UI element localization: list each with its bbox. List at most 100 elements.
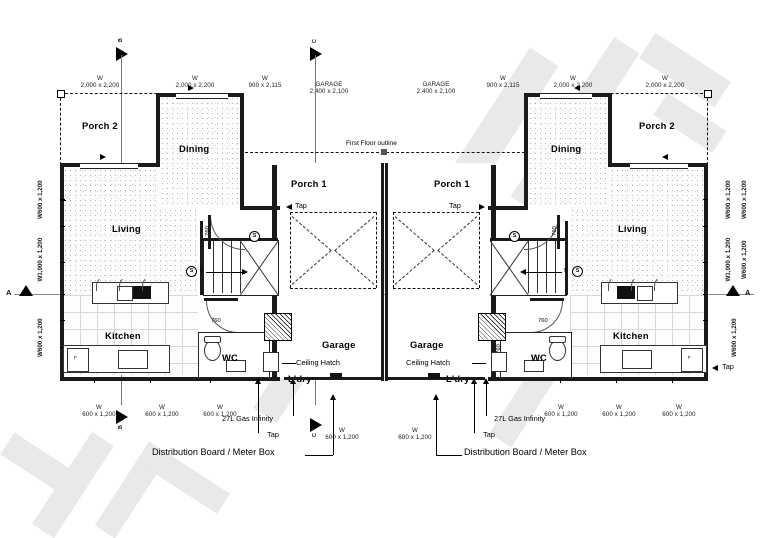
tap-leader-bottom-left xyxy=(258,383,259,433)
stair-left-outer-rail xyxy=(200,221,203,295)
garage-right-door-side-r xyxy=(479,212,480,288)
tap-label-porch1-left: Tap xyxy=(295,201,307,210)
garage-right-door-mark xyxy=(428,373,440,379)
first-floor-outline-node xyxy=(381,149,387,155)
tap-label-bottom-left: Tap xyxy=(267,430,279,439)
kitchen-right-cupboard-arc-2 xyxy=(631,276,651,291)
stair-left-up-arrow xyxy=(242,269,248,275)
wc-left-toilet xyxy=(204,340,221,361)
wall-right-exterior xyxy=(704,163,708,381)
stair-left-tread-2 xyxy=(222,241,223,293)
garage-left-door-cross xyxy=(290,212,376,288)
room-label-kitchen-left: Kitchen xyxy=(105,330,141,341)
window-opening-living-left xyxy=(80,163,138,169)
door-swing-arrow-dining-right xyxy=(574,85,580,91)
window-mark-left-b xyxy=(60,226,65,227)
meter-box-leader-v-right xyxy=(436,398,437,455)
porch2-right-corner-node xyxy=(704,90,712,98)
room-label-living-right: Living xyxy=(618,223,647,234)
kitchen-right-fridge-label: F xyxy=(688,355,691,360)
smoke-detector-icon: S xyxy=(572,266,583,277)
tap-pointer-bottom-left xyxy=(255,378,261,384)
meter-box-leader-h-right xyxy=(436,455,462,456)
garage-left-door-bottom xyxy=(290,288,376,289)
door-label-dining-right: 760 xyxy=(551,226,558,236)
porch2-left-outline-top xyxy=(60,93,192,94)
porch1-left-floor xyxy=(276,163,381,208)
wall-left-dining-side xyxy=(156,96,160,166)
ceiling-hatch-right-leader xyxy=(472,363,486,364)
garage-left-door-side-r xyxy=(376,212,377,288)
door-leaf-stair-right xyxy=(530,298,564,301)
dining-left-floor xyxy=(160,96,240,206)
smoke-detector-icon: S xyxy=(186,266,197,277)
section-line-a xyxy=(14,294,754,295)
window-mark-left-d xyxy=(60,294,65,295)
stair-left-up-arrow-line xyxy=(206,272,244,273)
garage-left-door-side-l xyxy=(290,212,291,288)
wall-right-porch1-top xyxy=(488,206,528,210)
tap-pointer-bottom-right xyxy=(471,378,477,384)
bottom-window-tick xyxy=(616,378,617,383)
garage-left-floor xyxy=(276,208,381,378)
section-marker-a-left-label: A xyxy=(6,288,12,297)
room-label-porch2-left: Porch 2 xyxy=(82,120,118,131)
door-leaf-stair-left xyxy=(204,298,238,301)
kitchen-left-fridge xyxy=(67,348,89,372)
stair-right-up-arrow xyxy=(520,269,526,275)
window-opening-dining-right xyxy=(540,93,592,99)
smoke-detector-icon: S xyxy=(509,231,520,242)
door-swing-arrow-porch2-right xyxy=(662,154,668,160)
porch2-right-outline-side xyxy=(707,93,708,165)
wall-left-bottom xyxy=(60,377,280,381)
party-wall-center-right xyxy=(385,163,388,381)
section-marker-b-top-label: B xyxy=(117,38,124,42)
porch1-right-floor xyxy=(387,163,492,208)
stair-right-tread-2 xyxy=(546,241,547,293)
section-marker-a-right-triangle xyxy=(726,285,740,296)
gas-label-left: 27L Gas Infinity xyxy=(222,414,274,423)
watermark-stripe xyxy=(149,450,231,514)
kitchen-right-fridge xyxy=(681,348,703,372)
section-marker-a-left-triangle xyxy=(19,285,33,296)
room-label-kitchen-right: Kitchen xyxy=(613,330,649,341)
gas-pointer-right xyxy=(483,378,489,384)
door-swing-arrow-dining-left xyxy=(188,85,194,91)
stair-right-tread-1 xyxy=(555,241,556,293)
porch2-left-outline-side xyxy=(60,93,61,165)
tap-leader-bottom-right xyxy=(474,383,475,433)
first-floor-outline-label: First Floor outline xyxy=(346,140,397,147)
garage-left-door-mark xyxy=(330,373,342,379)
stair-left-winder xyxy=(239,240,279,296)
wc-right-cistern xyxy=(549,336,566,343)
door-label-stair-left: 760 xyxy=(211,318,221,324)
door-swing-arrow-porch2-left xyxy=(100,154,106,160)
dining-right-floor xyxy=(528,96,608,206)
room-label-wc-left: WC xyxy=(222,352,239,363)
wall-left-exterior xyxy=(60,163,64,381)
left-dimension-2: W600 x 1,200 xyxy=(37,318,45,357)
kitchen-left-cupboard-arc-2 xyxy=(119,276,139,291)
kitchen-left-cupboard-arc-3 xyxy=(142,276,162,291)
bottom-window-tick xyxy=(210,378,211,383)
stair-right-tread-4 xyxy=(528,241,529,293)
meter-box-label-right: Distribution Board / Meter Box xyxy=(464,447,587,457)
kitchen-left-sink xyxy=(118,350,148,369)
stair-left-up-label: 5 xyxy=(200,268,204,274)
door-label-stair-right: 760 xyxy=(538,318,548,324)
garage-left-door-top xyxy=(290,212,376,213)
stair-right-outer-rail xyxy=(565,221,568,295)
kitchen-left-cupboard-arc-1 xyxy=(96,276,116,291)
room-label-living-left: Living xyxy=(112,223,141,234)
porch2-right-outline-top xyxy=(576,93,708,94)
tap-label-porch1-right: Tap xyxy=(449,201,461,210)
tap-pointer-porch1-left xyxy=(286,204,292,210)
